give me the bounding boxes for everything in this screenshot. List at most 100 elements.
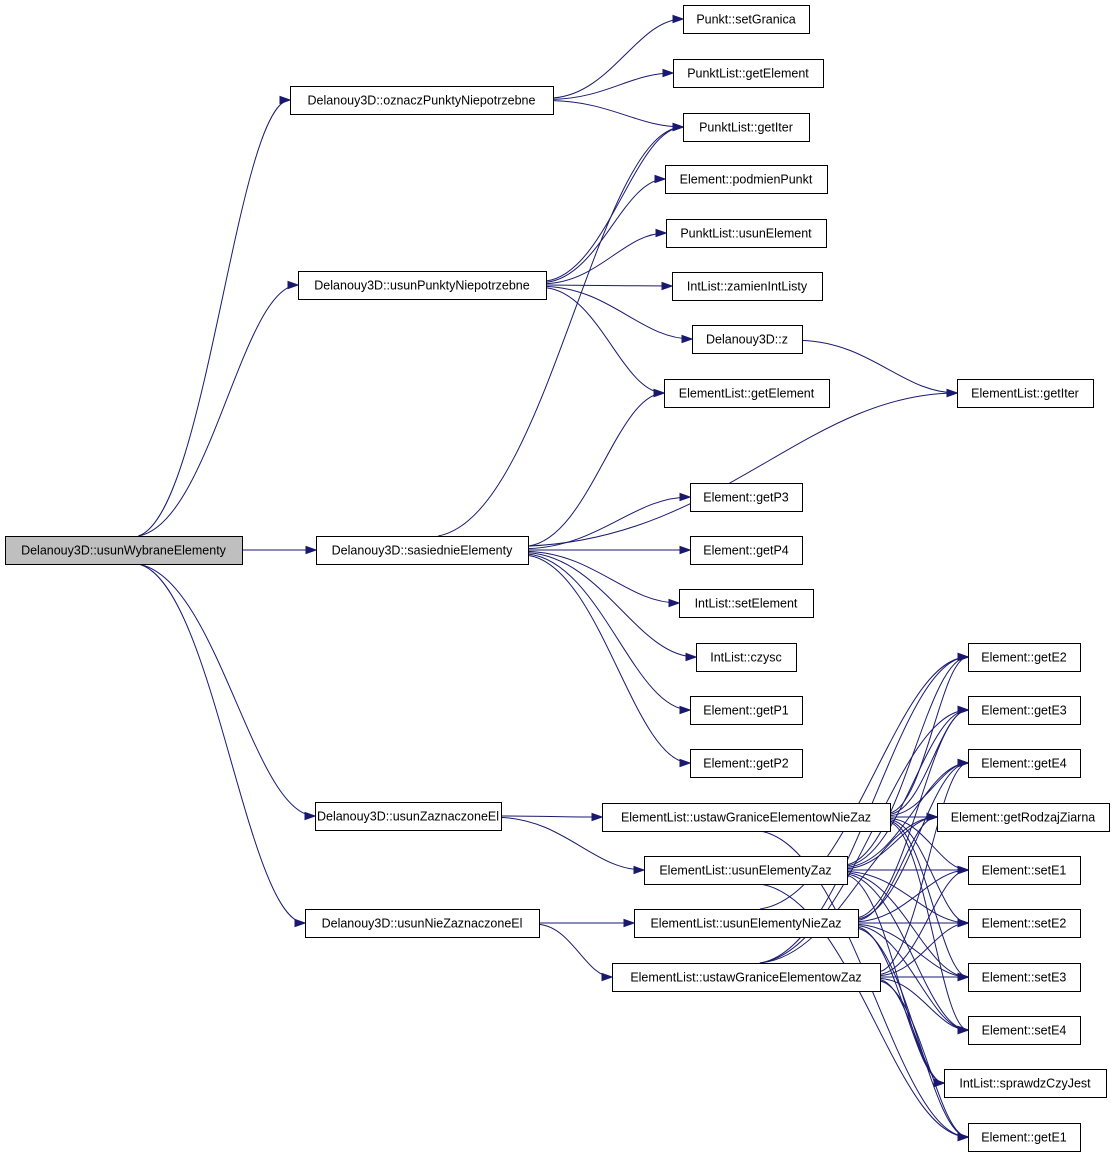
edge-line [138, 284, 299, 537]
edge-root-to-usP [138, 280, 300, 537]
edge-line [527, 553, 691, 711]
node-ozn[interactable]: Delanouy3D::oznaczPunktyNiepotrzebne [290, 86, 554, 115]
node-se4[interactable]: Element::setE4 [968, 1016, 1081, 1045]
edge-line [500, 815, 603, 818]
node-eluENZ[interactable]: ElementList::usunElementyNieZaz [634, 909, 859, 938]
edge-line [438, 126, 684, 537]
node-ge1[interactable]: Element::getE1 [968, 1123, 1081, 1152]
edge-line [552, 72, 674, 100]
edge-line [857, 816, 938, 921]
node-box [968, 1016, 1081, 1045]
edge-line [545, 178, 666, 283]
edge-sas-to-elge [527, 388, 666, 547]
node-d3z[interactable]: Delanouy3D::z [692, 325, 803, 354]
edge-line [545, 284, 673, 287]
node-box [968, 749, 1081, 778]
node-label: Delanouy3D::oznaczPunktyNiepotrzebne [308, 94, 536, 108]
node-usNZ[interactable]: Delanouy3D::usunNieZaznaczoneEl [305, 909, 540, 938]
node-ilse[interactable]: IntList::setElement [679, 589, 814, 618]
node-root[interactable]: Delanouy3D::usunWybraneElementy [5, 536, 243, 565]
edge-arrowhead [653, 388, 666, 398]
node-label: Element::getP2 [703, 757, 789, 771]
edge-usNZ-to-eluENZ [538, 918, 636, 928]
edge-line [527, 392, 665, 547]
node-box [664, 379, 830, 408]
node-plgi[interactable]: PunktList::getIter [683, 113, 810, 142]
node-box [644, 856, 848, 885]
edge-sas-to-gp1 [527, 553, 692, 715]
node-se3[interactable]: Element::setE3 [968, 963, 1081, 992]
node-ilsc[interactable]: IntList::sprawdzCzyJest [944, 1069, 1107, 1098]
edge-eluEZ-to-ge2 [846, 652, 970, 866]
node-label: PunktList::getElement [687, 67, 809, 81]
node-ilc[interactable]: IntList::czysc [696, 643, 797, 672]
node-label: ElementList::usunElementyNieZaz [650, 917, 841, 931]
node-usP[interactable]: Delanouy3D::usunPunktyNiepotrzebne [298, 271, 547, 300]
node-plge[interactable]: PunktList::getElement [673, 59, 824, 88]
node-eluEZ[interactable]: ElementList::usunElementyZaz [644, 856, 848, 885]
node-epp[interactable]: Element::podmienPunkt [665, 165, 828, 194]
node-label: ElementList::ustawGraniceElementowZaz [630, 971, 861, 985]
node-label: ElementList::getElement [679, 387, 815, 401]
edge-arrowhead [957, 972, 970, 982]
edge-eluZ-to-ge1 [879, 980, 970, 1142]
edge-line [846, 762, 969, 868]
edge-arrowhead [679, 492, 692, 502]
edge-arrowhead [946, 388, 959, 398]
node-label: Element::getE3 [981, 704, 1067, 718]
edge-arrowhead [685, 652, 698, 662]
edge-arrowhead [668, 598, 681, 608]
edge-line [879, 922, 969, 977]
node-ge4[interactable]: Element::getE4 [968, 749, 1081, 778]
node-box [305, 909, 540, 938]
node-box [5, 536, 243, 565]
edge-root-to-sas [241, 545, 318, 555]
node-ge3[interactable]: Element::getE3 [968, 696, 1081, 725]
node-gp1[interactable]: Element::getP1 [690, 696, 803, 725]
node-eluNZ[interactable]: ElementList::ustawGraniceElementowNieZaz [602, 803, 891, 832]
node-box [673, 59, 824, 88]
node-elge[interactable]: ElementList::getElement [664, 379, 830, 408]
node-ge2[interactable]: Element::getE2 [968, 643, 1081, 672]
node-se1[interactable]: Element::setE1 [968, 856, 1081, 885]
node-label: IntList::sprawdzCzyJest [959, 1077, 1091, 1091]
edge-sas-to-elgi [527, 388, 959, 547]
node-eluZ[interactable]: ElementList::ustawGraniceElementowZaz [612, 963, 881, 992]
edge-line [857, 923, 969, 978]
node-box [968, 1123, 1081, 1152]
node-elgi[interactable]: ElementList::getIter [957, 379, 1094, 408]
node-grz[interactable]: Element::getRodzajZiarna [937, 803, 1110, 832]
node-gp3[interactable]: Element::getP3 [690, 483, 803, 512]
edge-arrowhead [672, 122, 685, 132]
node-ilz[interactable]: IntList::zamienIntListy [672, 272, 823, 301]
edge-line [552, 18, 684, 99]
edge-arrowhead [957, 705, 970, 715]
edge-root-to-usNZ [138, 563, 307, 928]
edge-arrowhead [926, 812, 939, 822]
node-label: IntList::czysc [710, 651, 782, 665]
node-label: Delanouy3D::usunWybraneElementy [21, 544, 227, 558]
edge-line [857, 927, 969, 1138]
node-box [690, 696, 803, 725]
edge-eluNZ-to-ge3 [889, 705, 970, 815]
node-gp4[interactable]: Element::getP4 [690, 536, 803, 565]
node-box [692, 325, 803, 354]
node-plue[interactable]: PunktList::usunElement [666, 219, 827, 248]
node-label: Delanouy3D::z [706, 333, 788, 347]
edge-sas-to-gp3 [527, 492, 692, 550]
edge-line [545, 287, 665, 394]
edge-line [846, 872, 969, 978]
node-sas[interactable]: Delanouy3D::sasiednieElementy [316, 536, 529, 565]
node-gp2[interactable]: Element::getP2 [690, 749, 803, 778]
node-psg[interactable]: Punkt::setGranica [683, 5, 810, 34]
node-box [968, 963, 1081, 992]
node-label: Element::getP3 [703, 491, 789, 505]
edge-ozn-to-psg [552, 14, 685, 99]
node-label: Delanouy3D::sasiednieElementy [332, 544, 513, 558]
node-usZ[interactable]: Delanouy3D::usunZaznaczoneEl [315, 802, 502, 831]
node-se2[interactable]: Element::setE2 [968, 909, 1081, 938]
node-label: Punkt::setGranica [696, 13, 795, 27]
node-box [298, 271, 547, 300]
edge-line [801, 339, 958, 394]
edge-line [879, 980, 969, 1138]
